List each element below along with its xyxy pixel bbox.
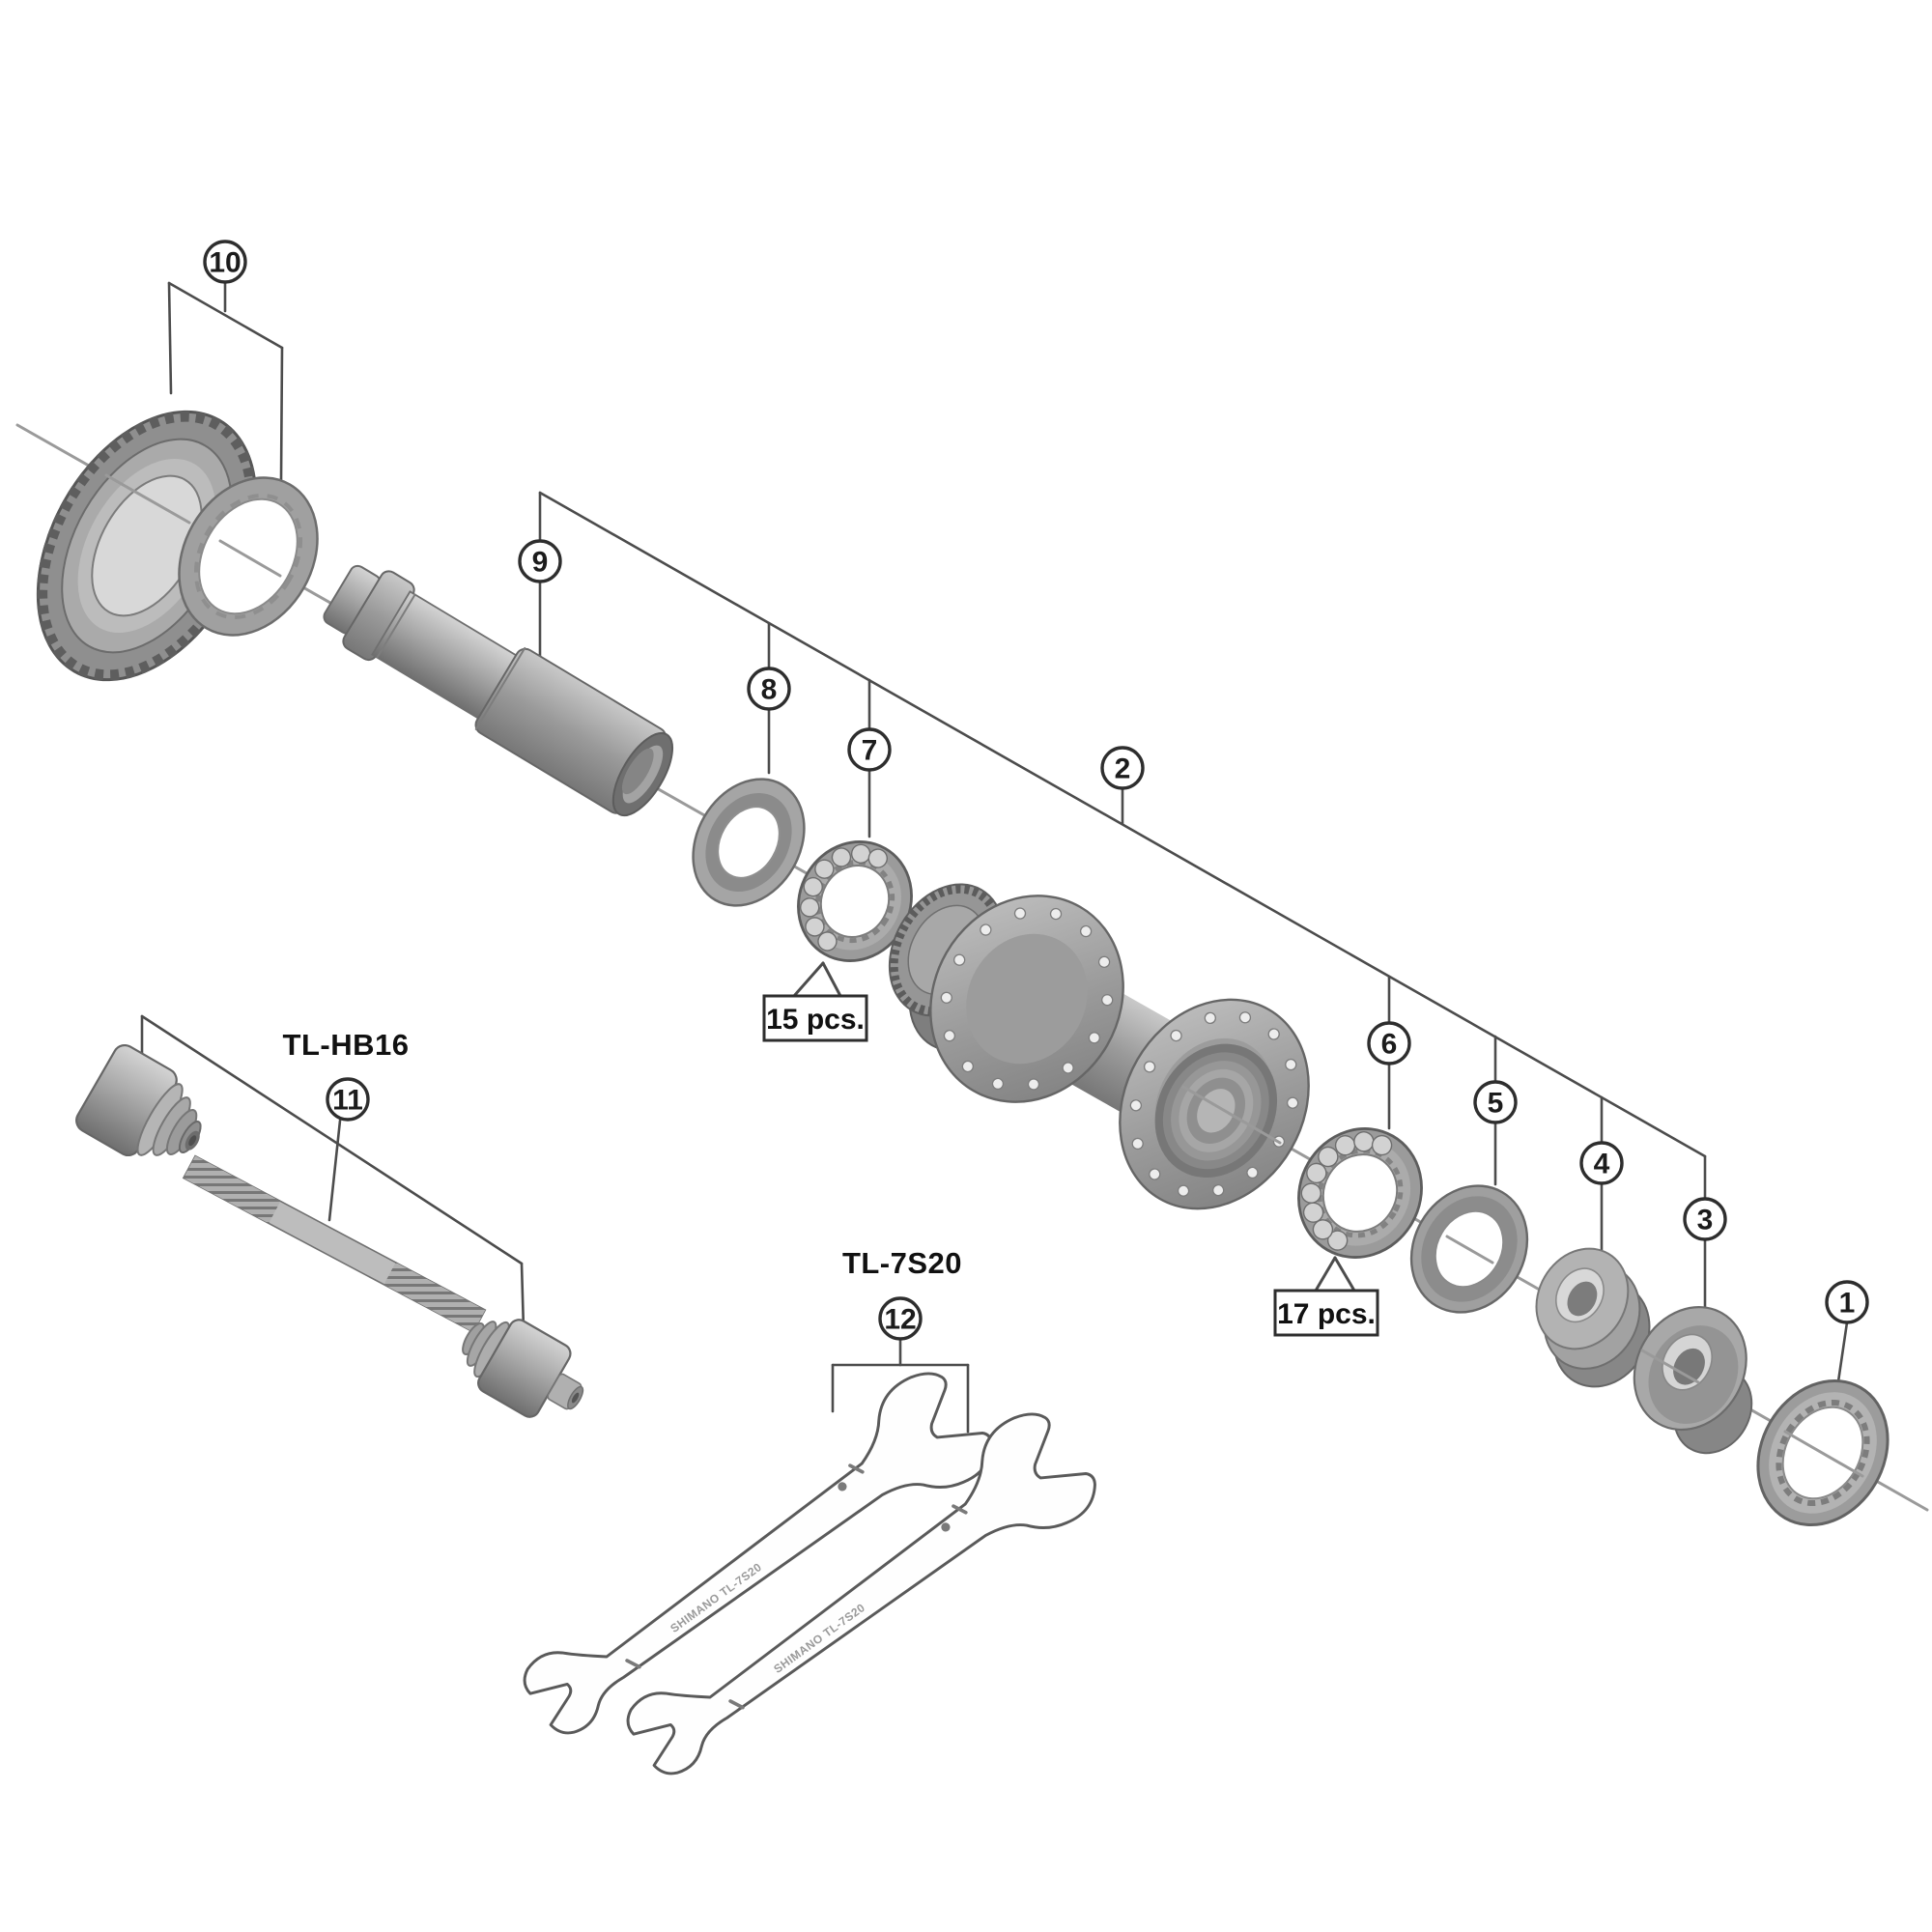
callout-6: 6 <box>1367 1021 1411 1065</box>
callout-circle-10 <box>203 240 247 284</box>
callout-number-4: 4 <box>1594 1149 1610 1180</box>
callout-8: 8 <box>747 667 791 711</box>
callout-number-2: 2 <box>1115 753 1131 785</box>
callout-number-9: 9 <box>532 547 549 579</box>
callout-12: 12 <box>878 1296 923 1341</box>
callout-circle-8 <box>747 667 791 711</box>
callout-number-1: 1 <box>1839 1288 1856 1320</box>
callout-circle-9 <box>518 539 562 583</box>
tool-label-tl-hb16: TL-HB16 <box>283 1028 410 1062</box>
part-cone <box>1535 1247 1651 1388</box>
callout-2: 2 <box>1100 746 1145 790</box>
callout-number-12: 12 <box>884 1304 916 1336</box>
jaw-mark-dot <box>941 1522 951 1532</box>
part-hub-shell <box>888 883 1310 1210</box>
part-quick-release <box>75 1043 584 1418</box>
callout-number-3: 3 <box>1697 1205 1714 1236</box>
callout-number-6: 6 <box>1381 1029 1398 1061</box>
callout-number-11: 11 <box>332 1085 363 1117</box>
qty-box-15pcs-text: 15 pcs. <box>766 1004 865 1036</box>
callout-9: 9 <box>518 539 562 583</box>
part-ball-retainer-right <box>1297 1127 1423 1259</box>
callout-circle-5 <box>1473 1080 1518 1124</box>
callout-circle-1 <box>1825 1280 1869 1324</box>
callout-circle-12 <box>878 1296 923 1341</box>
callout-number-10: 10 <box>209 247 241 279</box>
callout-circle-7 <box>847 727 892 772</box>
callout-3: 3 <box>1683 1197 1727 1241</box>
part-axle-tube <box>323 564 674 817</box>
callout-7: 7 <box>847 727 892 772</box>
part-dust-washer <box>692 778 806 907</box>
callout-circle-3 <box>1683 1197 1727 1241</box>
callout-circle-11 <box>326 1077 370 1122</box>
callout-4: 4 <box>1579 1141 1624 1185</box>
callout-11: 11 <box>326 1077 370 1122</box>
part-cone-flange <box>1633 1306 1753 1455</box>
callout-circle-4 <box>1579 1141 1624 1185</box>
qty-box-17pcs-text: 17 pcs. <box>1277 1298 1376 1330</box>
leader-lines-layer <box>140 280 1849 1434</box>
qr-left-nut <box>75 1043 202 1157</box>
qr-rod <box>182 1154 487 1334</box>
tool-label-tl-7s20: TL-7S20 <box>842 1246 962 1280</box>
hub-flange <box>929 895 1124 1103</box>
qty-box-15pcs: 15 pcs. <box>762 994 868 1042</box>
axis-overlay-layer <box>104 473 1864 1478</box>
callout-1: 1 <box>1825 1280 1869 1324</box>
part-ball-retainer-left <box>797 840 913 962</box>
callout-10: 10 <box>203 240 247 284</box>
jaw-mark-dot <box>838 1482 847 1492</box>
callout-number-7: 7 <box>862 735 878 767</box>
callout-circle-6 <box>1367 1021 1411 1065</box>
callout-number-8: 8 <box>761 674 778 706</box>
callout-number-5: 5 <box>1488 1088 1504 1120</box>
callout-5: 5 <box>1473 1080 1518 1124</box>
qty-box-17pcs: 17 pcs. <box>1273 1289 1379 1337</box>
qr-right-nut <box>462 1319 584 1418</box>
callout-circle-2 <box>1100 746 1145 790</box>
